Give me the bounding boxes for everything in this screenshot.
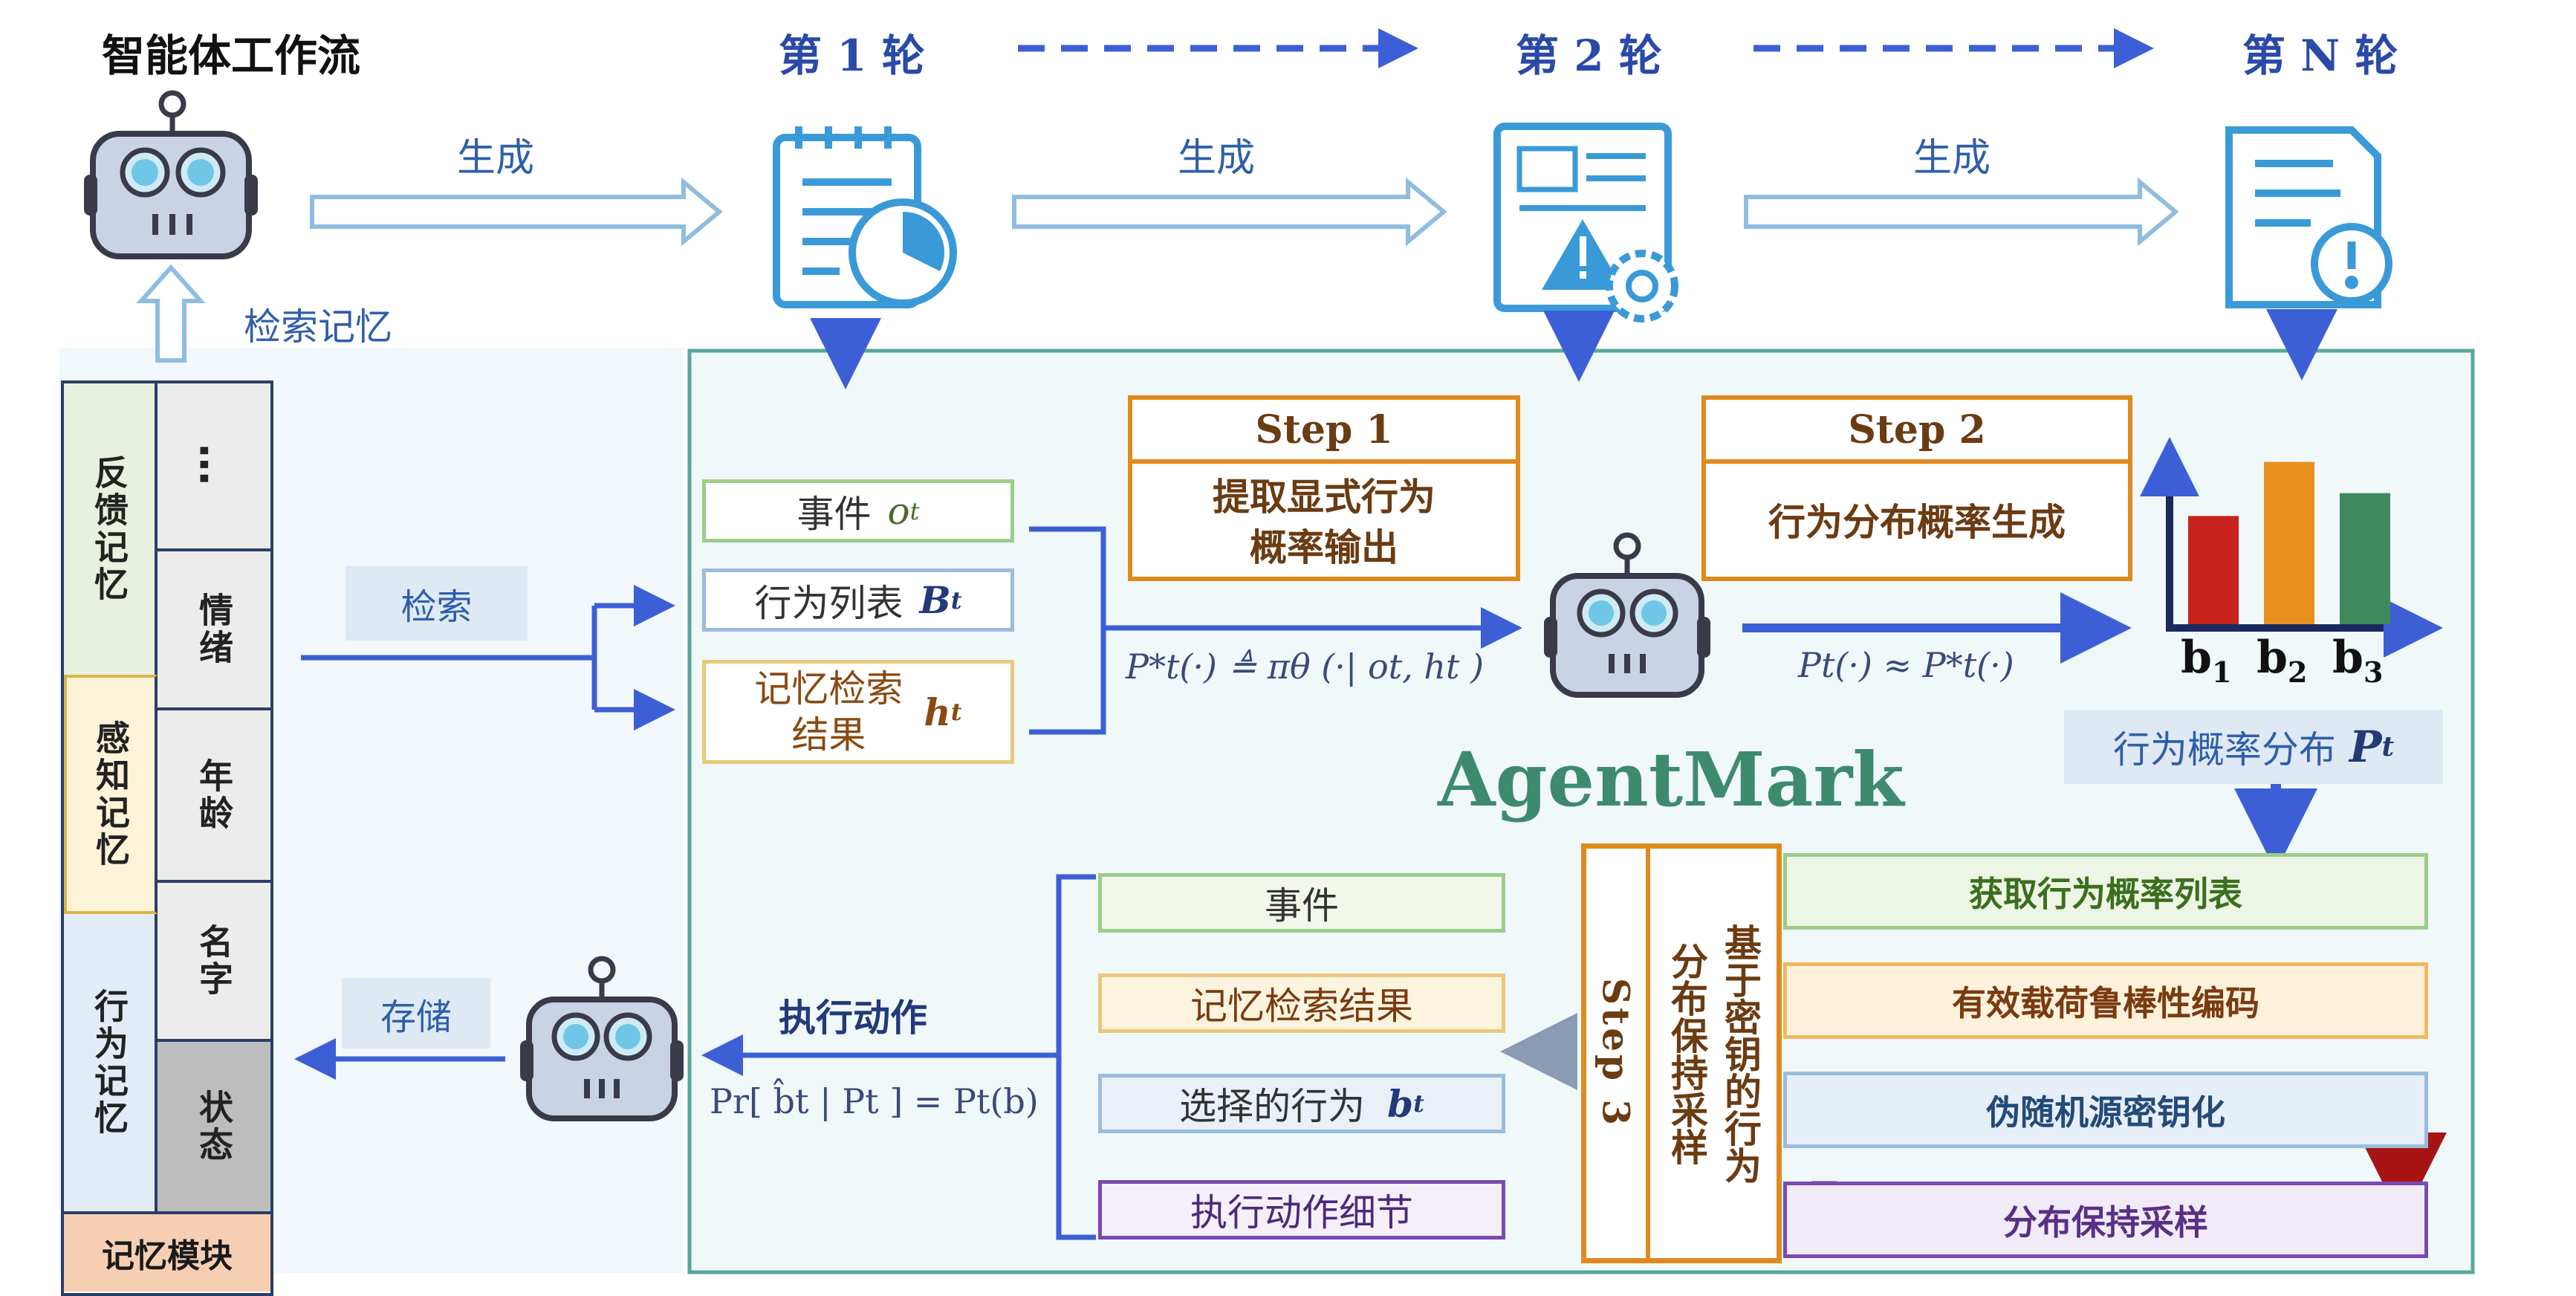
memory-item-emotion-label: 情绪 <box>194 592 234 667</box>
output-action-detail-box: 执行动作细节 <box>1098 1180 1505 1240</box>
robot-icon-bottom <box>520 956 684 1121</box>
retrieve-pill: 检索 <box>345 566 528 641</box>
action-label: 执行动作 <box>779 997 927 1040</box>
step3-item-1: 获取行为概率列表 <box>1783 853 2428 930</box>
step1-box: Step 1 提取显式行为 概率输出 <box>1128 395 1520 581</box>
clipboard-clock-icon <box>773 126 957 308</box>
robot-icon-top <box>84 90 258 259</box>
step3-item-4: 分布保持采样 <box>1783 1182 2428 1258</box>
memory-group-feedback-label: 反馈记忆 <box>89 455 129 603</box>
step3-header: Step 3 <box>1594 978 1638 1129</box>
memory-item-emotion: 情绪 <box>158 551 270 710</box>
chart-bar-b3 <box>2340 493 2390 624</box>
round-2-label: 第 2 轮 <box>1516 30 1662 81</box>
memory-module-label: 记忆模块 <box>64 1211 270 1292</box>
memory-group-perception-label: 感知记忆 <box>91 720 131 869</box>
memory-group-perception: 感知记忆 <box>64 675 158 914</box>
chart-tick-label-b2: b2 <box>2257 632 2308 689</box>
chart-bar-b2 <box>2264 461 2314 624</box>
step2-body: 行为分布概率生成 <box>1768 501 2066 544</box>
memory-item-age: 年龄 <box>158 710 270 883</box>
memory-group-behavior: 行为记忆 <box>64 914 158 1211</box>
retrieve-up-arrow <box>136 264 206 363</box>
input-memory-result-line2: 结果 <box>791 713 866 756</box>
output-bracket <box>713 874 1096 1240</box>
generate-label-1: 生成 <box>457 136 535 181</box>
memory-item-ellipsis: … <box>158 383 270 551</box>
input-event-var: o <box>887 489 910 533</box>
step3-line2: 分布保持采样 <box>1665 942 1708 1165</box>
chart-bar-b1 <box>2188 516 2239 624</box>
agentmark-title: AgentMark <box>1438 736 1904 823</box>
robot-icon-center <box>1544 532 1710 698</box>
retrieve-memory-label: 检索记忆 <box>244 305 392 349</box>
step1-line2: 概率输出 <box>1250 526 1398 569</box>
output-selected-behavior-var: b <box>1387 1081 1414 1126</box>
step3-line1: 基于密钥的行为 <box>1719 923 1762 1184</box>
output-selected-behavior-sub: t <box>1413 1089 1424 1118</box>
input-event-sub: t <box>909 496 920 525</box>
step2-box: Step 2 行为分布概率生成 <box>1701 395 2132 581</box>
round-n-label: 第 N 轮 <box>2242 30 2398 81</box>
step3-item-3: 伪随机源密钥化 <box>1783 1072 2428 1148</box>
memory-item-name-label: 名字 <box>194 924 234 998</box>
input-memory-result-var: h <box>924 690 951 734</box>
memory-item-state-label: 状态 <box>194 1089 234 1164</box>
memory-item-age-label: 年龄 <box>194 758 234 832</box>
step3-item-2: 有效载荷鲁棒性编码 <box>1783 962 2428 1039</box>
generate-arrow-3 <box>1744 177 2179 247</box>
document-warning-icon <box>1493 123 1678 323</box>
document-alert-icon <box>2225 126 2392 308</box>
step2-formula: Pt(·) ≈ P*t(·) <box>1798 645 2014 685</box>
output-selected-behavior-label: 选择的行为 <box>1179 1085 1366 1128</box>
input-behavior-list-var: B <box>919 578 951 622</box>
input-memory-result-sub: t <box>950 698 962 726</box>
memory-group-feedback: 反馈记忆 <box>64 383 158 675</box>
step1-line1: 提取显式行为 <box>1213 476 1435 519</box>
input-behavior-list-label: 行为列表 <box>754 581 903 625</box>
input-behavior-list-sub: t <box>950 586 962 615</box>
retrieve-connector <box>301 603 654 713</box>
step3-box: Step 3 基于密钥的行为 分布保持采样 <box>1581 843 1782 1263</box>
step1-header: Step 1 <box>1132 400 1516 464</box>
memory-group-behavior-label: 行为记忆 <box>89 988 129 1137</box>
output-memory-result-box: 记忆检索结果 <box>1098 973 1505 1033</box>
input-memory-result-line1: 记忆检索 <box>754 667 903 710</box>
memory-item-name: 名字 <box>158 883 270 1042</box>
generate-arrow-1 <box>310 177 723 247</box>
step1-formula: P*t(·) ≜ πθ (·| ot, ht ) <box>1126 647 1485 687</box>
generate-label-2: 生成 <box>1178 136 1256 181</box>
round-1-label: 第 1 轮 <box>779 30 925 81</box>
chart-tick-label-b3: b3 <box>2332 632 2384 689</box>
generate-arrow-2 <box>1012 177 1447 247</box>
prob-dist-label: 行为概率分布 <box>2112 728 2336 771</box>
store-pill: 存储 <box>342 978 490 1049</box>
output-event-box: 事件 <box>1098 873 1505 933</box>
chart-tick-labels: b1 b2 b3 <box>2173 632 2418 699</box>
step2-header: Step 2 <box>1706 400 2128 464</box>
memory-item-ellipsis-label: … <box>189 444 239 488</box>
generate-label-3: 生成 <box>1913 136 1991 181</box>
action-formula: Pr[ b̂t | Pt ] = Pt(b) <box>710 1081 1039 1121</box>
prob-dist-sub: t <box>2381 731 2395 762</box>
chart-tick-label-b1: b1 <box>2181 632 2232 689</box>
memory-item-state: 状态 <box>158 1042 270 1211</box>
input-event-label: 事件 <box>797 492 872 536</box>
prob-dist-var: P <box>2349 722 2382 772</box>
workflow-title: 智能体工作流 <box>102 30 361 81</box>
